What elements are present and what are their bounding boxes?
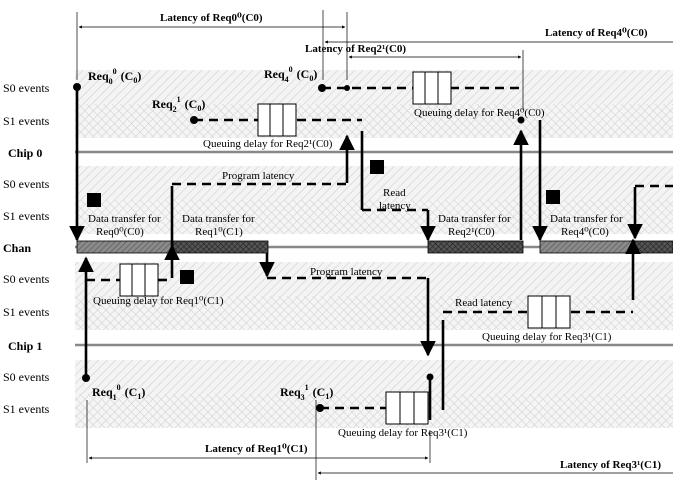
row-label-s0-4: S0 events xyxy=(3,370,50,384)
chan-transfer-req1-c1 xyxy=(172,240,269,254)
row-label-chip0: Chip 0 xyxy=(8,146,42,160)
req2-label: Req21(C0) xyxy=(152,95,205,114)
chan-transfer-req2-c0 xyxy=(427,240,524,254)
req4-dot-2 xyxy=(344,85,350,91)
svg-text:Data transfer for: Data transfer for xyxy=(550,213,623,225)
svg-text:Req2¹(C0): Req2¹(C0) xyxy=(448,226,495,238)
svg-text:Req1⁰(C1): Req1⁰(C1) xyxy=(195,226,243,238)
program-latency-label-top: Program latency xyxy=(222,170,295,182)
req4-dot xyxy=(318,84,326,92)
row-label-s1-1: S1 events xyxy=(3,114,50,128)
latency-label-req4-c0: Latency of Req4⁰(C0) xyxy=(545,27,648,39)
svg-text:Req4⁰(C0): Req4⁰(C0) xyxy=(561,226,609,238)
chip0-s1-band xyxy=(75,104,673,138)
queue-req3-c1-top xyxy=(527,295,571,329)
req3-label: Req31(C1) xyxy=(280,383,333,402)
queue-label-req1-c1: Queuing delay for Req1⁰(C1) xyxy=(93,295,224,307)
chan-transfer-req0-c0 xyxy=(76,240,174,254)
req1-dot xyxy=(82,374,90,382)
program-latency-label-bottom: Program latency xyxy=(310,266,383,278)
read-latency-label-top-1: Read xyxy=(383,187,406,199)
req2-dot xyxy=(190,116,198,124)
queue-req1-c1 xyxy=(119,263,159,297)
row-label-s1-4: S1 events xyxy=(3,402,50,416)
queue-req4-c0 xyxy=(412,71,452,105)
marker-4: 4 xyxy=(546,190,560,204)
read-latency-label-top-2: latency xyxy=(379,200,411,212)
svg-text:Req21(C0): Req21(C0) xyxy=(152,95,205,114)
svg-text:Req00(C0): Req00(C0) xyxy=(88,67,141,86)
marker-3: 3 xyxy=(370,160,384,174)
queue-label-req4-c0: Queuing delay for Req4⁰(C0) xyxy=(414,107,545,119)
queue-req3-c1 xyxy=(385,391,429,425)
latency-label-req3-c1: Latency of Req3¹(C1) xyxy=(560,459,661,471)
row-label-s1-2: S1 events xyxy=(3,209,50,223)
marker-2: 2 xyxy=(180,270,194,284)
row-label-s0-2: S0 events xyxy=(3,177,50,191)
req4-label: Req40(C0) xyxy=(264,65,317,84)
chip1-s1-band-2 xyxy=(75,394,673,428)
row-label-s0-3: S0 events xyxy=(3,272,50,286)
row-label-s1-3: S1 events xyxy=(3,305,50,319)
req0-label: Req00(C0) xyxy=(88,67,141,86)
svg-text:Data transfer for: Data transfer for xyxy=(182,213,255,225)
chan-transfer-next xyxy=(634,240,673,254)
latency-label-req2-c0: Latency of Req2¹(C0) xyxy=(305,43,406,55)
req4-dot-3 xyxy=(517,116,525,124)
latency-label-req1-c1: Latency of Req1⁰(C1) xyxy=(205,443,308,455)
chip1-s0-band-2 xyxy=(75,360,673,394)
svg-text:Data transfer for: Data transfer for xyxy=(88,213,161,225)
queue-label-req3-c1: Queuing delay for Req3¹(C1) xyxy=(338,427,468,439)
svg-text:Req31(C1): Req31(C1) xyxy=(280,383,333,402)
req3-dot-2 xyxy=(426,373,434,381)
svg-text:Req10(C1): Req10(C1) xyxy=(92,383,145,402)
dt-label-1: Data transfer for Req0⁰(C0) xyxy=(88,213,161,238)
svg-text:3: 3 xyxy=(374,160,380,174)
svg-text:2: 2 xyxy=(184,270,190,284)
row-label-s0-1: S0 events xyxy=(3,81,50,95)
row-label-chip1: Chip 1 xyxy=(8,339,42,353)
dt-label-3: Data transfer for Req2¹(C0) xyxy=(438,213,511,238)
dt-label-2: Data transfer for Req1⁰(C1) xyxy=(182,213,255,238)
queue-label-req2-c0: Queuing delay for Req2¹(C0) xyxy=(203,138,333,150)
svg-text:4: 4 xyxy=(550,190,556,204)
chip0-s1-band-2 xyxy=(75,200,673,234)
svg-text:Req40(C0): Req40(C0) xyxy=(264,65,317,84)
chan-transfer-req4-c0 xyxy=(539,240,636,254)
req3-dot xyxy=(316,404,324,412)
read-latency-label-bottom: Read latency xyxy=(455,297,513,309)
latency-label-req0-c0: Latency of Req0⁰(C0) xyxy=(160,12,263,24)
svg-text:Data transfer for: Data transfer for xyxy=(438,213,511,225)
svg-text:1: 1 xyxy=(91,193,97,207)
queue-label-req3-c1-top: Queuing delay for Req3¹(C1) xyxy=(482,331,612,343)
req0-dot xyxy=(73,83,81,91)
marker-1: 1 xyxy=(87,193,101,207)
req1-label: Req10(C1) xyxy=(92,383,145,402)
dt-label-4: Data transfer for Req4⁰(C0) xyxy=(550,213,623,238)
row-label-chan: Chan xyxy=(3,241,31,255)
queue-req2-c0 xyxy=(257,103,297,137)
svg-text:Req0⁰(C0): Req0⁰(C0) xyxy=(96,226,144,238)
